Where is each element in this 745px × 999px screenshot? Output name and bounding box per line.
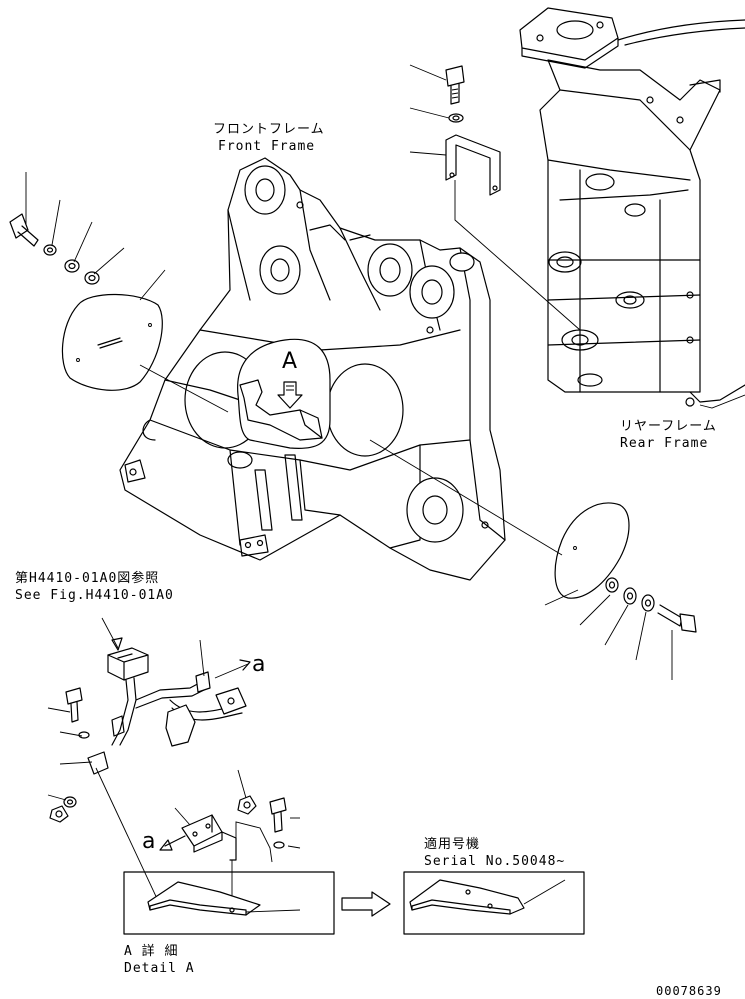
harness-assembly — [47, 617, 251, 906]
view-marker-a: A — [282, 349, 297, 374]
rear-frame-drawing — [519, 7, 745, 409]
detail-box-left — [123, 871, 335, 935]
serial-label-en: Serial No.50048~ — [424, 854, 565, 869]
drawing-number: 00078639 — [656, 984, 722, 998]
transition-arrow — [341, 891, 391, 917]
detail-box-right — [403, 871, 585, 935]
rear-frame-label-jp: リヤーフレーム — [620, 419, 717, 434]
rear-frame-label-en: Rear Frame — [620, 436, 708, 451]
front-frame-label-jp: フロントフレーム — [213, 122, 325, 137]
ref-a-upper: a — [252, 652, 265, 677]
detail-a-callout: A — [237, 338, 331, 449]
detail-label-jp: A 詳 細 — [124, 943, 178, 959]
serial-label-jp: 適用号機 — [424, 836, 480, 852]
see-fig-label-jp: 第H4410-01A0図参照 — [15, 570, 159, 586]
front-frame-drawing — [119, 157, 506, 581]
front-frame-label-en: Front Frame — [218, 139, 315, 154]
see-fig-label-en: See Fig.H4410-01A0 — [15, 588, 174, 603]
bracket-parts — [409, 64, 581, 331]
ref-a-lower: a — [142, 829, 155, 854]
right-cover-plate — [369, 439, 697, 680]
detail-label-en: Detail A — [124, 961, 195, 976]
left-cover-plate — [9, 172, 229, 413]
